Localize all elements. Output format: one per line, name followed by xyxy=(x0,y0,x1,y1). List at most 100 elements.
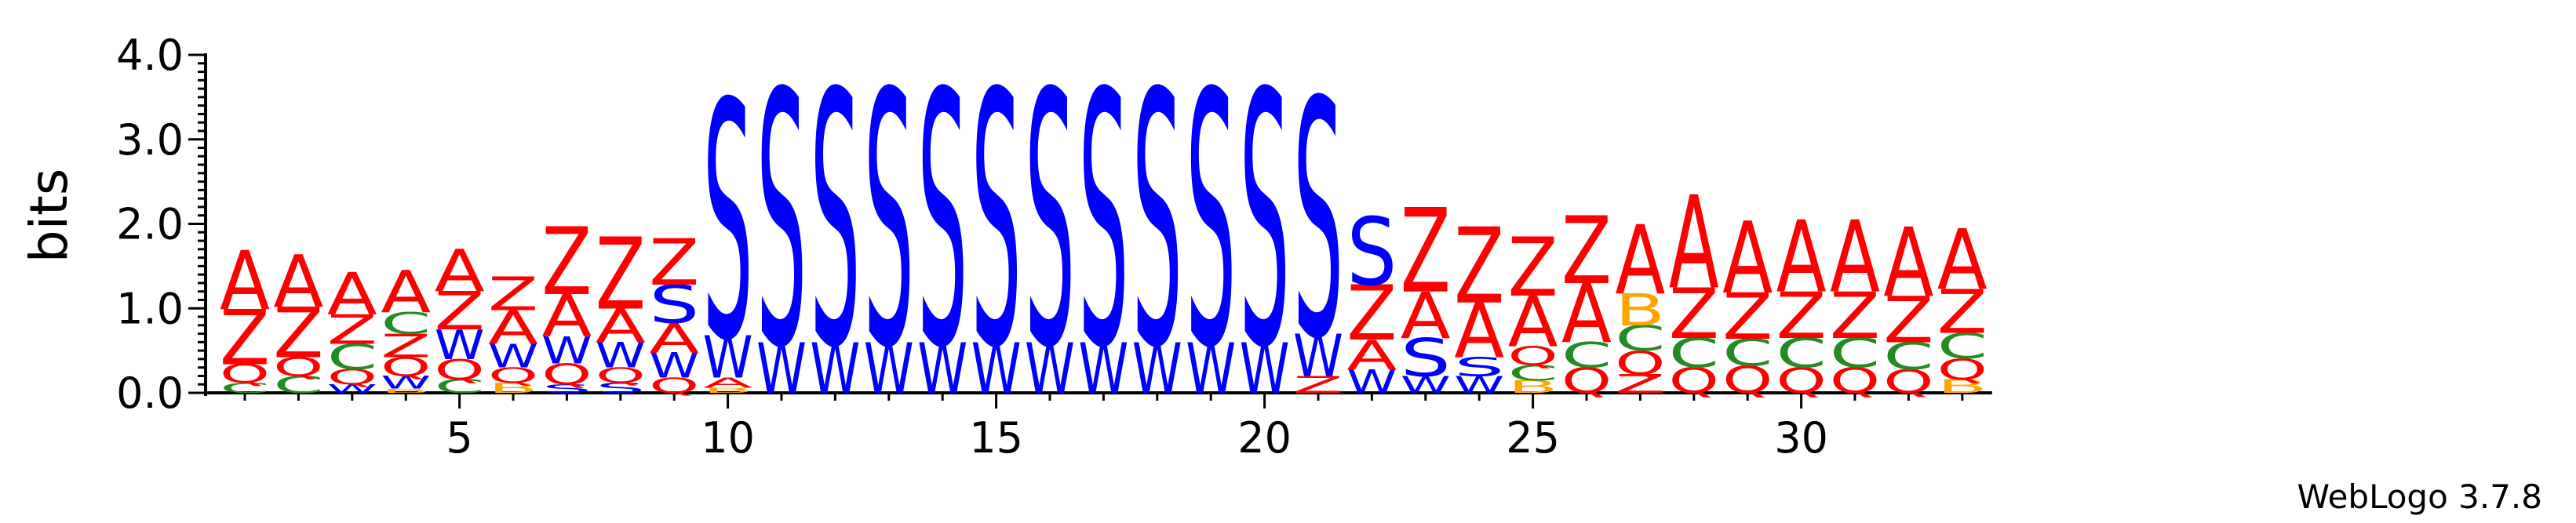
logo-letter-c: C xyxy=(1883,335,1933,378)
logo-letter-q: Q xyxy=(1776,361,1827,401)
logo-letter-z: Z xyxy=(220,295,270,383)
logo-letter-z: Z xyxy=(541,209,592,317)
x-tick-label: 15 xyxy=(969,413,1023,463)
logo-letter-q: Q xyxy=(1830,361,1880,401)
logo-letter-z: Z xyxy=(1401,184,1451,319)
logo-letter-a: A xyxy=(1722,202,1773,316)
logo-letter-c: C xyxy=(381,307,431,341)
logo-letter-w: W xyxy=(1025,329,1075,410)
logo-letter-q: Q xyxy=(381,353,431,383)
logo-letter-a: A xyxy=(1454,289,1504,376)
logo-letter-a: A xyxy=(649,314,699,361)
logo-letter-c: C xyxy=(1776,330,1827,377)
logo-letter-q: Q xyxy=(1722,358,1773,401)
logo-letter-s: S xyxy=(1078,20,1128,424)
x-tick-label: 20 xyxy=(1237,413,1292,463)
logo-letter-q: Q xyxy=(1615,344,1665,382)
logo-letter-c: C xyxy=(220,380,270,397)
logo-letter-a: A xyxy=(1346,332,1397,379)
x-tick-label: 10 xyxy=(701,413,755,463)
logo-letter-a: A xyxy=(381,259,431,326)
logo-letter-a: A xyxy=(703,375,753,391)
logo-letter-s: S xyxy=(810,20,860,424)
y-tick-label: 1.0 xyxy=(116,284,184,333)
logo-letter-a: A xyxy=(1830,201,1880,315)
logo-letter-z: Z xyxy=(381,328,431,365)
logo-letter-b: B xyxy=(1937,376,1988,397)
logo-letter-a: A xyxy=(1401,279,1451,354)
logo-letter-q: Q xyxy=(1883,363,1933,401)
logo-letter-a: A xyxy=(1883,208,1933,318)
logo-letter-w: W xyxy=(756,329,807,410)
logo-letter-b: B xyxy=(381,387,431,394)
logo-letter-w: W xyxy=(1346,363,1397,401)
logo-letter-s: S xyxy=(917,20,967,424)
logo-letter-z: Z xyxy=(1346,271,1397,358)
logo-letter-z: Z xyxy=(1776,279,1827,354)
letter-stacks: CQZACQZAWQCZABWQZCACQWZABQWAZSQWAZSQWAZQ… xyxy=(220,20,1988,424)
logo-letter-a: A xyxy=(1669,170,1719,318)
logo-letter-a: A xyxy=(488,301,538,355)
logo-letter-q: Q xyxy=(596,364,646,388)
logo-letter-c: C xyxy=(1561,335,1612,376)
logo-letter-q: Q xyxy=(1937,352,1988,386)
logo-letter-s: S xyxy=(756,20,807,424)
logo-letter-w: W xyxy=(327,382,377,395)
logo-letter-w: W xyxy=(1293,323,1343,390)
logo-letter-z: Z xyxy=(649,226,699,300)
logo-letter-a: A xyxy=(435,238,485,305)
logo-letter-z: Z xyxy=(488,267,538,321)
logo-letter-s: S xyxy=(864,20,914,424)
logo-letter-w: W xyxy=(435,321,485,369)
logo-letter-s: S xyxy=(541,382,592,395)
logo-letter-s: S xyxy=(1025,20,1075,424)
logo-letter-z: Z xyxy=(1722,280,1773,354)
logo-letter-s: S xyxy=(649,275,699,336)
logo-letter-c: C xyxy=(1722,332,1773,375)
logo-letter-s: S xyxy=(1293,33,1343,411)
logo-letter-s: S xyxy=(1186,20,1236,424)
logo-letter-z: Z xyxy=(1561,198,1612,306)
x-tick-label: 5 xyxy=(446,413,472,463)
logo-letter-z: Z xyxy=(273,293,323,374)
logo-letter-c: C xyxy=(1615,318,1665,359)
logo-letter-z: Z xyxy=(1615,369,1665,399)
logo-letter-c: C xyxy=(1937,326,1988,367)
logo-letter-z: Z xyxy=(327,307,377,354)
y-tick-label: 2.0 xyxy=(116,200,184,249)
logo-letter-q: Q xyxy=(327,365,377,390)
logo-letter-a: A xyxy=(1937,212,1988,309)
logo-letter-q: Q xyxy=(1508,342,1558,372)
logo-letter-z: Z xyxy=(1883,283,1933,358)
logo-letter-w: W xyxy=(1454,371,1504,398)
y-axis: 0.01.02.03.04.0 xyxy=(116,31,207,418)
logo-letter-a: A xyxy=(273,240,323,324)
y-tick-label: 4.0 xyxy=(116,31,184,80)
y-tick-label: 0.0 xyxy=(116,369,184,418)
logo-letter-b: B xyxy=(703,387,753,394)
logo-letter-c: C xyxy=(1669,330,1719,377)
logo-letter-c: C xyxy=(1508,361,1558,385)
logo-letter-w: W xyxy=(1401,371,1451,398)
logo-letter-s: S xyxy=(971,20,1022,424)
logo-letter-b: B xyxy=(488,380,538,397)
logo-letter-w: W xyxy=(1132,329,1182,410)
logo-letter-q: Q xyxy=(488,364,538,388)
x-tick-label: 25 xyxy=(1506,413,1560,463)
logo-letter-q: Q xyxy=(1561,361,1612,401)
logo-letter-w: W xyxy=(1240,329,1290,410)
logo-letter-a: A xyxy=(327,260,377,328)
logo-letter-w: W xyxy=(596,336,646,376)
logo-letter-q: Q xyxy=(435,354,485,386)
logo-letter-z: Z xyxy=(1293,372,1343,398)
logo-letter-w: W xyxy=(541,329,592,372)
logo-letter-w: W xyxy=(381,372,431,393)
logo-letter-z: Z xyxy=(1937,278,1988,347)
logo-letter-z: Z xyxy=(596,217,646,332)
logo-letter-b: B xyxy=(1615,285,1665,336)
logo-letter-a: A xyxy=(1561,267,1612,362)
logo-letter-z: Z xyxy=(1508,222,1558,316)
logo-letter-a: A xyxy=(1776,201,1827,315)
